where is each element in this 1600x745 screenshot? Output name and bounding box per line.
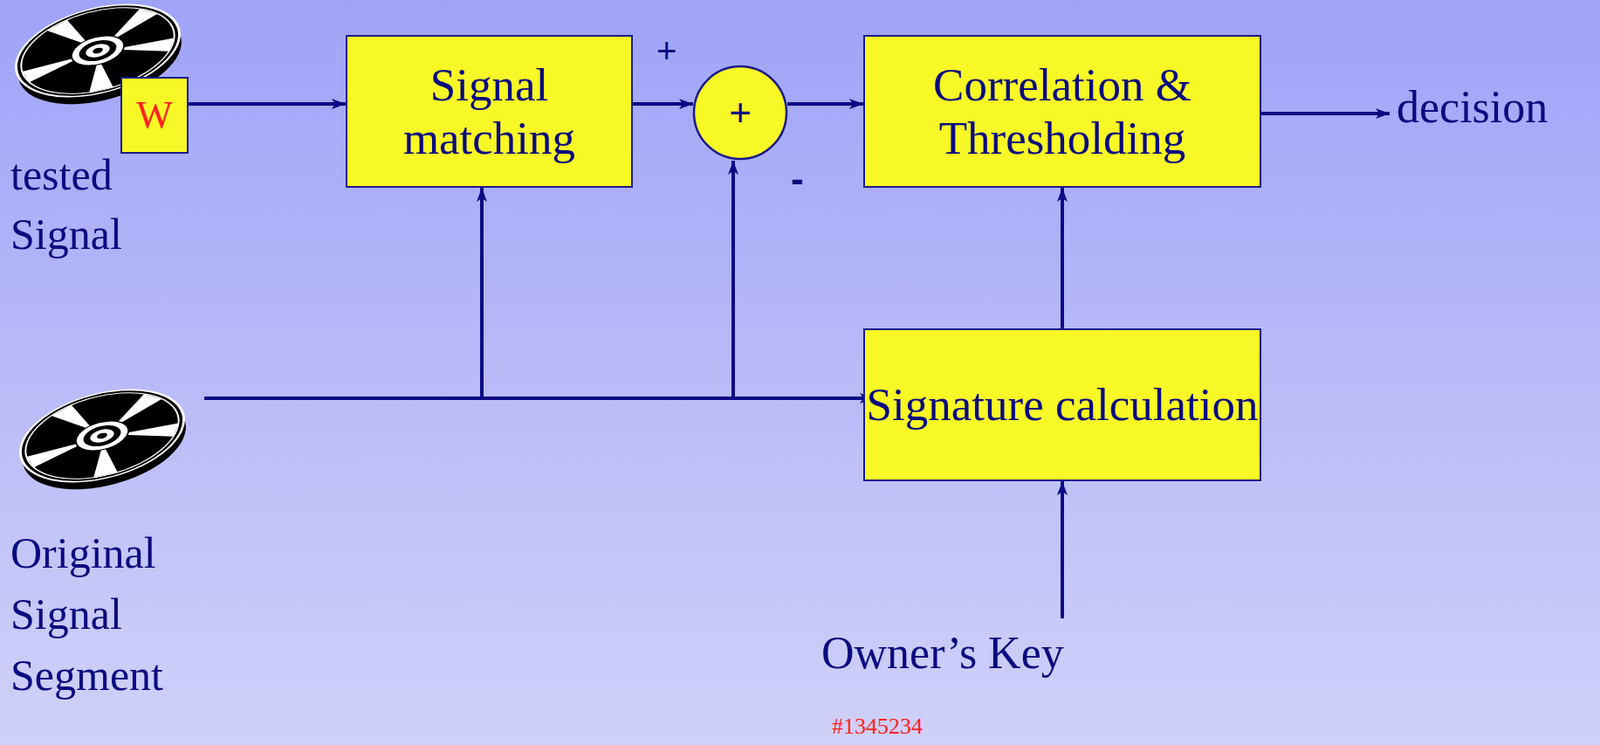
signal-arrow <box>188 102 346 106</box>
sign-label: + <box>656 29 677 72</box>
signal-arrow <box>1060 187 1065 329</box>
sign-label: - <box>790 157 804 201</box>
process-box: Correlation & Thresholding <box>863 34 1262 188</box>
input-label: tested Signal <box>10 144 159 264</box>
watermark-box: W <box>120 76 189 154</box>
node-text: + <box>728 90 752 136</box>
process-box: Signature calculation <box>863 328 1262 481</box>
node-text: Signal matching <box>347 58 632 165</box>
signal-wire <box>204 396 874 400</box>
key-label: Owner’s Key <box>821 623 1065 683</box>
input-label: Original Signal Segment <box>10 521 212 706</box>
node-text: W <box>136 93 173 138</box>
key-wire <box>1060 480 1065 619</box>
signal-arrow <box>787 102 864 106</box>
node-text: Correlation & Thresholding <box>865 58 1260 165</box>
signal-wire <box>480 187 484 399</box>
summing-junction: + <box>692 64 789 161</box>
key-number: #1345234 <box>831 712 923 741</box>
process-box: Signal matching <box>345 34 633 188</box>
node-text: Signature calculation <box>866 377 1259 432</box>
disc-icon <box>10 373 197 506</box>
output-label: decision <box>1396 77 1548 138</box>
signal-wire <box>731 160 735 399</box>
signal-arrow <box>632 102 694 106</box>
output-wire <box>1250 111 1390 116</box>
